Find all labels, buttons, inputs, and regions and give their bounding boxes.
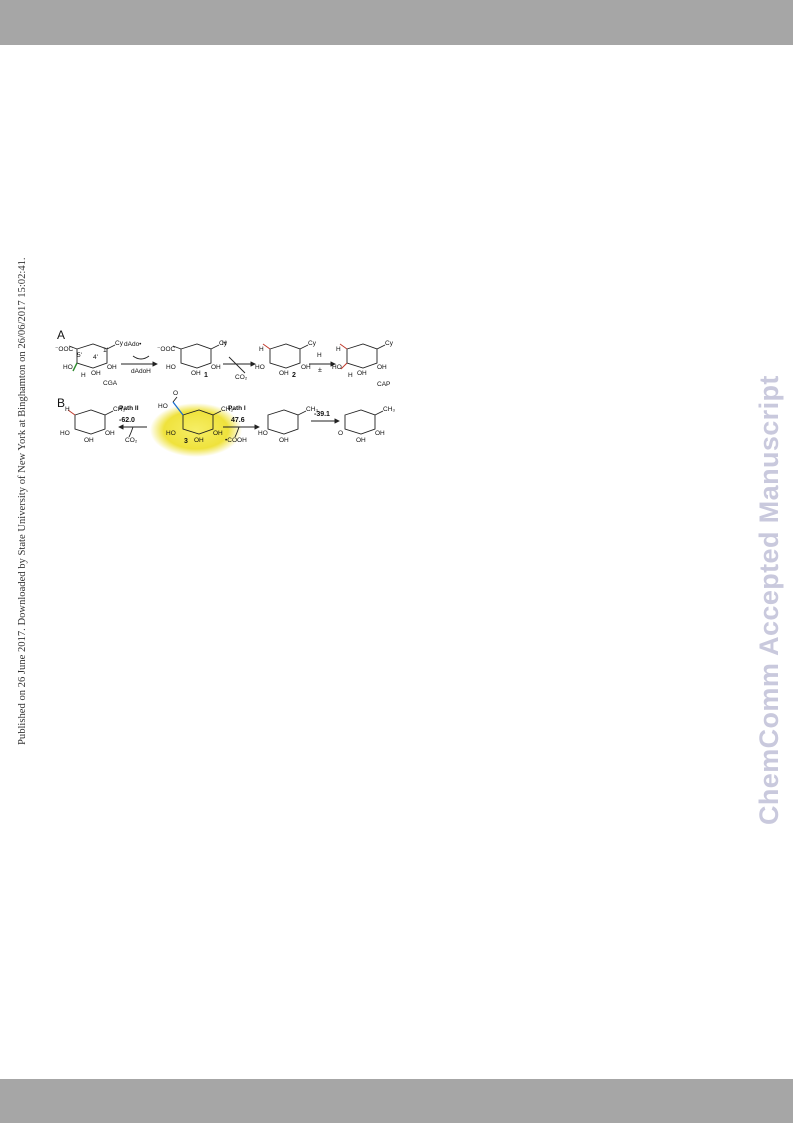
ring-center (172, 396, 222, 435)
ring-cmp2 (262, 343, 309, 369)
cmp2-h: H (259, 346, 264, 353)
cmp2-cy: Cy (308, 340, 316, 347)
path2-below: CO₂ (125, 437, 138, 444)
center-ho: HO (166, 430, 176, 437)
path2-title: Path II (119, 405, 139, 412)
cmp2-ho: HO (255, 364, 265, 371)
cmp1-number: 1 (204, 372, 208, 379)
cap-oh-right: OH (377, 364, 387, 371)
left-oh-right: OH (105, 430, 115, 437)
cap-ho: HO (332, 364, 342, 371)
cmp1-oh-bottom: OH (191, 370, 201, 377)
right2-oh-right: OH (375, 430, 385, 437)
panel-b-label: B (57, 396, 66, 410)
cga-pos1: 1' (103, 347, 108, 354)
cmp2-oh-bottom: OH (279, 370, 289, 377)
center-number: 3 (184, 438, 188, 445)
cga-carboxylate: ⁻OOC (55, 346, 74, 353)
path1-value: 47.6 (231, 417, 245, 424)
cga-cy: Cy (115, 340, 123, 347)
arrow-a3-above: H (317, 352, 322, 359)
header-bar (0, 0, 793, 45)
arrow-a2-above: H (222, 340, 227, 347)
ring-right2 (344, 409, 384, 435)
cmp1-oh-right: OH (211, 364, 221, 371)
arrow-a1-below: dAdoH (131, 368, 151, 375)
cga-h: H (81, 372, 86, 379)
cap-h: H (336, 346, 341, 353)
ring-cap (339, 343, 386, 370)
arrow-a2-below: CO₂ (235, 374, 248, 381)
arrow-last-value: -39.1 (314, 411, 330, 418)
cga-oh-right: OH (107, 364, 117, 371)
cga-ho: HO (63, 364, 73, 371)
cap-oh-bottom: OH (357, 370, 367, 377)
accepted-manuscript-watermark: ChemComm Accepted Manuscript (754, 375, 784, 825)
right1-ch3: CH₃ (306, 406, 319, 413)
ring-cga (68, 343, 116, 372)
left-ho: HO (60, 430, 70, 437)
cmp1-ho: HO (166, 364, 176, 371)
path2-value: -62.0 (119, 417, 135, 424)
cga-pos5: 5' (77, 352, 82, 359)
left-ch3: CH₃ (113, 406, 126, 413)
highlight-ellipse (150, 403, 242, 457)
ring-right1 (267, 409, 307, 435)
cmp1-carboxylate: ⁻OOC (157, 346, 176, 353)
cap-h2: H (348, 372, 353, 379)
panel-a-label: A (57, 328, 66, 342)
cga-oh-bottom: OH (91, 370, 101, 377)
cmp2-number: 2 (292, 372, 296, 379)
reaction-scheme: A ⁻OOC Cy HO H OH OH CGA 5' 4' 1' dAdo• … (55, 327, 400, 457)
cmp2-oh-right: OH (301, 364, 311, 371)
cmp1-cy: Cy (219, 340, 227, 347)
center-oh-right: OH (213, 430, 223, 437)
right1-oh-bottom: OH (279, 437, 289, 444)
cga-pos4: 4' (93, 354, 98, 361)
arrow-a3-below: ± (318, 367, 322, 374)
center-ho-acid: HO (158, 403, 168, 410)
right2-ch3: CH₃ (383, 406, 396, 413)
publication-note: Published on 26 June 2017. Downloaded by… (17, 257, 28, 745)
footer-bar (0, 1079, 793, 1123)
path1-below: •COOH (225, 437, 247, 444)
center-ch3: CH₃ (221, 406, 234, 413)
arrow-a1-above: dAdo• (124, 341, 142, 348)
ring-left (67, 409, 114, 435)
right1-ho: HO (258, 430, 268, 437)
path1-title: Path I (228, 405, 246, 412)
ring-cmp1 (172, 343, 220, 369)
cap-name: CAP (377, 381, 391, 388)
scheme-drawing (67, 343, 386, 457)
right2-oh-bottom: OH (356, 437, 366, 444)
center-oh-bottom: OH (194, 437, 204, 444)
cga-name: CGA (103, 380, 118, 387)
right2-o: O (338, 430, 344, 437)
center-o: O (173, 390, 179, 397)
cap-cy: Cy (385, 340, 393, 347)
left-h: H (65, 406, 70, 413)
left-oh-bottom: OH (84, 437, 94, 444)
